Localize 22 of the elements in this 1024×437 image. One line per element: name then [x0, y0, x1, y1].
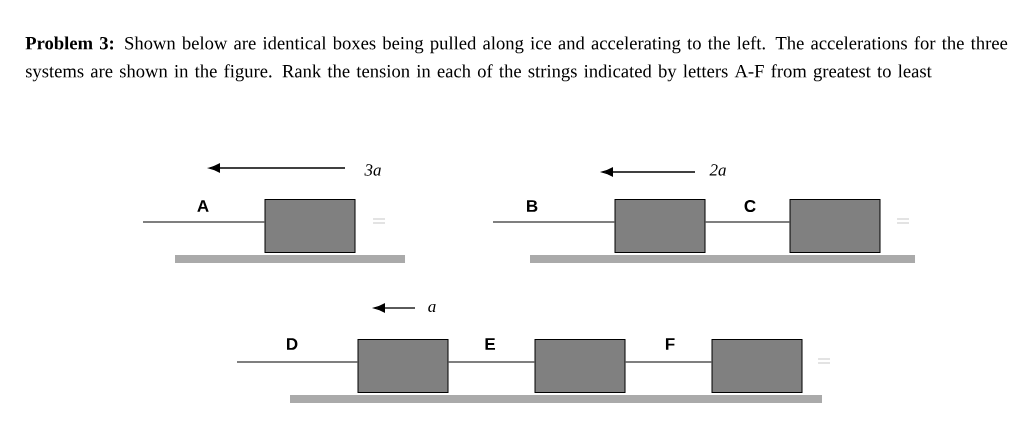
acceleration-label: 3a: [364, 164, 381, 176]
string-label: E: [485, 338, 495, 350]
acceleration-label: a: [428, 303, 436, 313]
box: [614, 199, 706, 253]
problem-text: Problem 3: Shown below are identical boxes being pulled along ice and accelerating to the left. The accelerations for the three systems are shown in the figure. Rank the tension in each of the strings indicated by letters A-F from greatest to least: [25, 36, 1008, 82]
string: [704, 221, 791, 223]
box: [789, 199, 881, 253]
acceleration-label: 2a: [709, 164, 726, 176]
string: [236, 361, 359, 363]
box: [264, 199, 356, 253]
string-label: A: [197, 200, 209, 212]
box: [357, 339, 449, 393]
string: [624, 361, 713, 363]
string-label: B: [527, 200, 538, 212]
string-label: C: [744, 200, 756, 213]
string-label: F: [665, 338, 675, 350]
string: [447, 361, 536, 363]
string: [492, 221, 616, 223]
box: [711, 339, 803, 393]
box: [534, 339, 626, 393]
string-label: D: [287, 338, 298, 350]
string: [142, 221, 266, 223]
